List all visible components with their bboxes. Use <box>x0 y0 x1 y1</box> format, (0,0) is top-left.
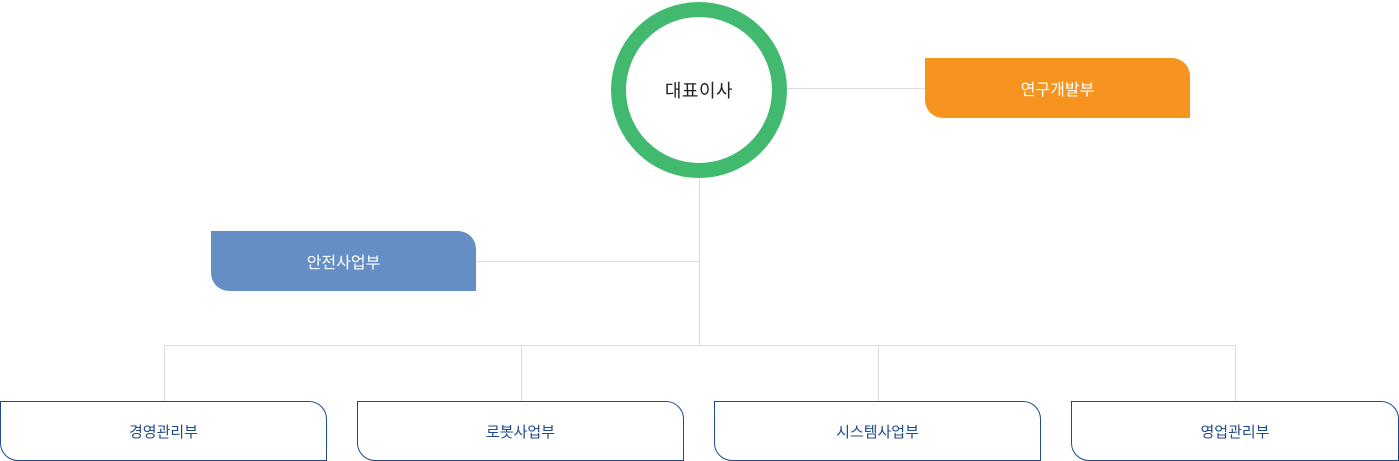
safety-business-label: 안전사업부 <box>306 253 381 272</box>
team-label: 영업관리부 <box>1200 422 1270 441</box>
connector-team-1 <box>164 345 165 401</box>
team-label: 로봇사업부 <box>485 422 555 441</box>
rnd-label: 연구개발부 <box>1020 80 1095 99</box>
connector-trunk <box>699 177 700 345</box>
team-node-robot: 로봇사업부 <box>357 401 684 461</box>
team-node-management: 경영관리부 <box>0 401 327 461</box>
connector-ceo-rnd <box>787 88 925 89</box>
connector-team-3 <box>878 345 879 401</box>
connector-safety <box>476 261 699 262</box>
team-label: 경영관리부 <box>128 422 198 441</box>
team-node-sales: 영업관리부 <box>1071 401 1399 461</box>
team-label: 시스템사업부 <box>836 422 919 441</box>
ceo-label: 대표이사 <box>664 81 734 102</box>
connector-horizontal-bus <box>164 345 1236 346</box>
connector-team-4 <box>1235 345 1236 401</box>
safety-business-node: 안전사업부 <box>211 231 476 291</box>
rnd-node: 연구개발부 <box>925 58 1190 118</box>
team-node-system: 시스템사업부 <box>714 401 1041 461</box>
connector-team-2 <box>521 345 522 401</box>
ceo-node: 대표이사 <box>611 2 787 178</box>
